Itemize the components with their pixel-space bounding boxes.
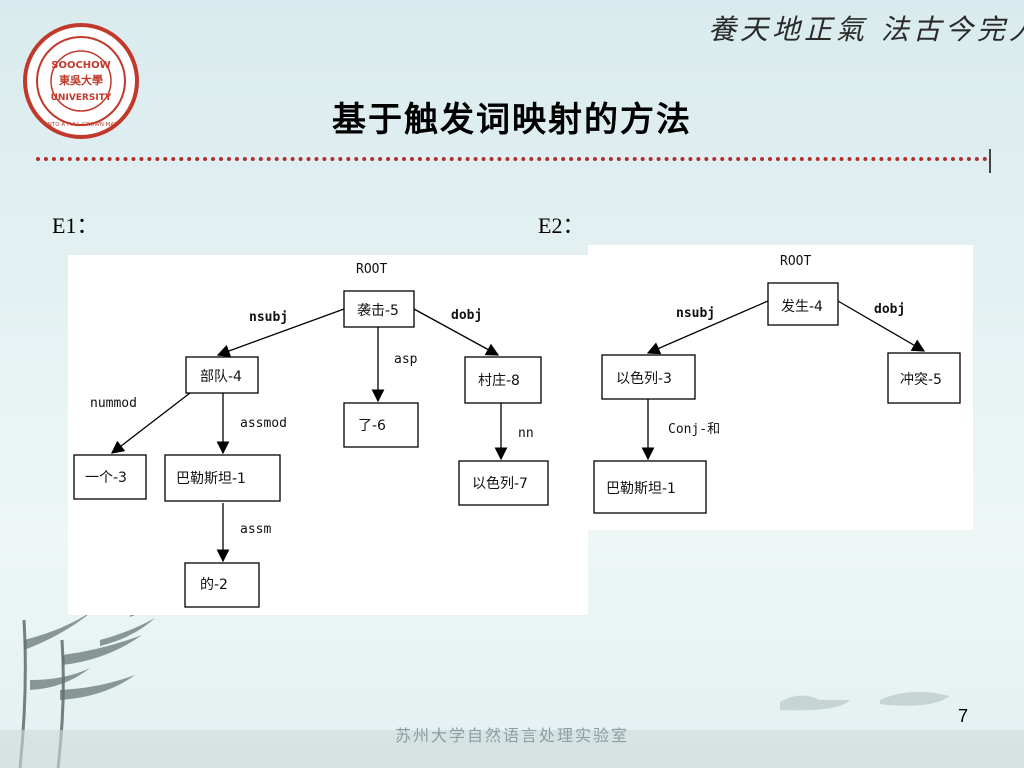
e1-node-1: 巴勒斯坦-1 [176,471,246,487]
e1-rel-nsubj: nsubj [249,310,288,325]
e1-node-box-2 [184,562,260,608]
motto-calligraphy: 養天地正氣 法古今完人 [708,13,1024,46]
e1-rel-asp: asp [394,352,418,367]
e2-rel-conj: Conj-和 [668,422,720,437]
edge-dobj [837,300,926,352]
page-number: 7 [958,706,969,726]
e2-label: E2： [538,213,585,238]
e1-node-2: 的-2 [200,577,228,593]
svg-text:UNIVERSITY: UNIVERSITY [51,93,112,103]
e1-node-7: 以色列-7 [472,475,528,492]
e1-node-box-8 [464,356,542,404]
edge-nummod [110,392,191,454]
e2-node-1: 巴勒斯坦-1 [606,481,676,497]
svg-text:東吳大學: 東吳大學 [59,73,103,87]
e2-node-4: 发生-4 [781,299,823,315]
svg-text:UNTO A FULL GROWN MAN: UNTO A FULL GROWN MAN [44,122,119,128]
e1-node-box-4 [185,356,259,394]
e1-rel-nummod: nummod [90,396,137,411]
e2-node-box-4 [767,282,839,326]
e1-node-box-5 [343,290,415,328]
e1-node-5: 袭击-5 [357,303,399,319]
edge-nsubj [216,308,345,358]
e2-node-box-3 [601,354,696,400]
slide-title: 基于触发词映射的方法 [332,100,692,140]
e2-node-box-5 [887,352,961,404]
e2-rel-dobj: dobj [874,302,905,317]
university-seal-logo: SOOCHOW 東吳大學 UNIVERSITY UNTO A FULL GROW… [23,23,139,139]
divider-end-tick [989,149,991,173]
lab-footer: 苏州大学自然语言处理实验室 [394,726,629,745]
e1-rel-assm: assm [240,522,271,537]
e1-node-box-3 [73,454,147,500]
e1-node-box-7 [458,460,549,506]
e1-node-4: 部队-4 [200,369,242,385]
e1-node-box-1 [164,454,281,502]
e1-node-6: 了-6 [358,418,386,434]
e1-rel-nn: nn [518,426,534,441]
e1-dependency-tree: ROOT 袭击-5 部队-4 了-6 村庄-8 一个-3 巴勒斯坦-1 以色列-… [68,255,588,615]
e1-root-label: ROOT [356,262,387,277]
e1-label: E1： [52,213,99,238]
e1-node-3: 一个-3 [85,470,127,486]
e1-edges [110,308,508,563]
svg-text:SOOCHOW: SOOCHOW [51,60,110,71]
title-divider [36,157,988,161]
e1-rel-assmod: assmod [240,416,287,431]
e2-node-3: 以色列-3 [616,370,672,387]
e2-rel-nsubj: nsubj [676,306,715,321]
edge-nsubj [646,300,769,355]
e2-node-box-1 [593,460,707,514]
e1-node-8: 村庄-8 [478,372,520,389]
e1-rel-dobj: dobj [451,308,482,323]
e2-dependency-tree: ROOT 发生-4 以色列-3 冲突-5 巴勒斯坦-1 nsubj dobj C… [588,245,973,530]
edge-dobj [413,308,500,356]
e2-root-label: ROOT [780,254,811,269]
e1-node-box-6 [343,402,419,448]
e2-edges [641,300,926,461]
e2-node-5: 冲突-5 [900,372,942,388]
